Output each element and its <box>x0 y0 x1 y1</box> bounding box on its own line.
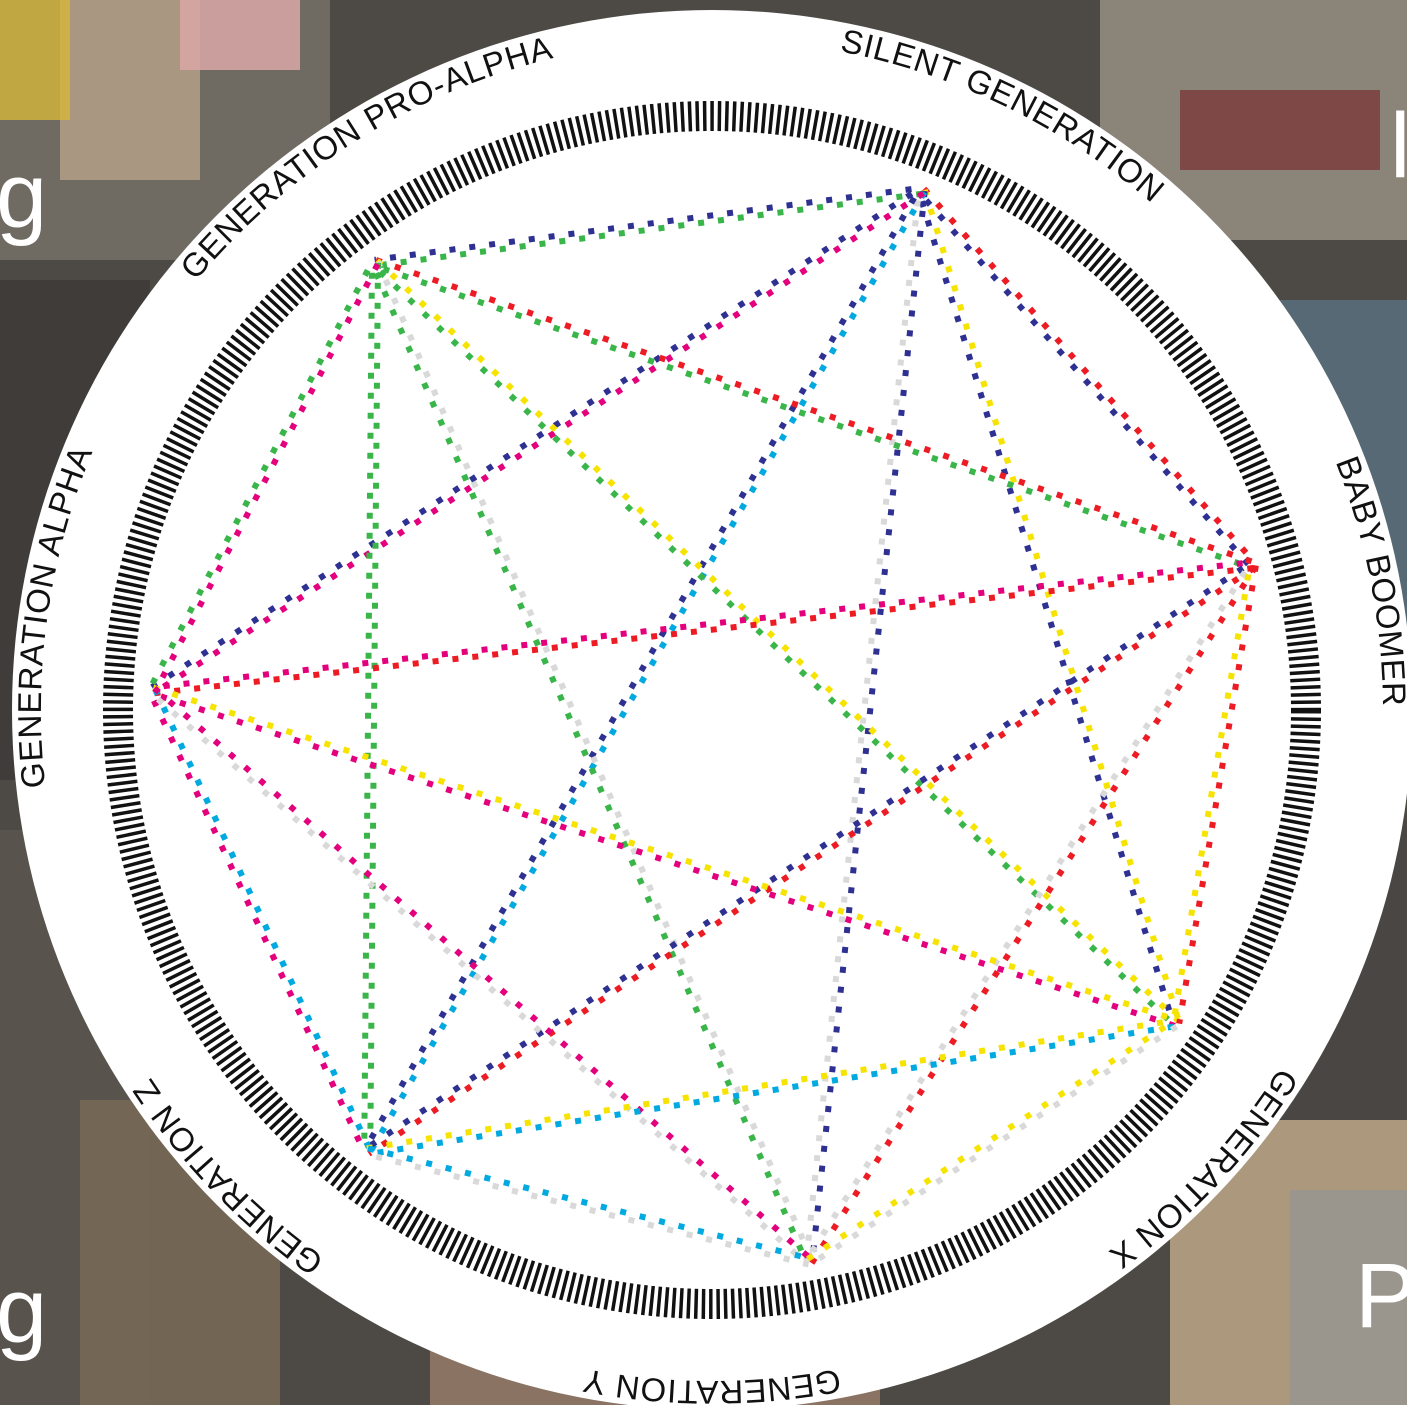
connection-boomer-alpha <box>151 559 1253 691</box>
connection-proalpha-genz <box>367 262 381 1152</box>
connection-boomer-genz <box>363 560 1253 1152</box>
connection-silent-proalpha <box>374 184 922 263</box>
connection-proalpha-geny <box>374 260 815 1262</box>
connection-genz-geny <box>365 1151 810 1268</box>
connection-silent-alpha <box>149 185 922 691</box>
connection-proalpha-genx <box>374 258 1181 1024</box>
connection-proalpha-boomer <box>373 262 1253 571</box>
connection-alpha-geny <box>152 685 814 1262</box>
connection-boomer-genx <box>1170 564 1253 1024</box>
connection-boomer-genz <box>367 565 1257 1157</box>
corner-text-bottom-left: g <box>0 1260 48 1362</box>
connection-geny-genx <box>805 1018 1177 1262</box>
connection-lines <box>146 184 1259 1268</box>
inner-circle <box>134 132 1290 1288</box>
connection-genz-genx <box>366 1017 1177 1152</box>
connection-proalpha-genx <box>370 262 1177 1028</box>
connection-alpha-geny <box>148 690 810 1267</box>
connection-boomer-geny <box>804 561 1253 1262</box>
corner-text-top-right: l <box>1390 95 1407 197</box>
connection-silent-boomer <box>921 186 1258 566</box>
connection-alpha-genz <box>152 687 373 1152</box>
connection-silent-alpha <box>152 190 926 696</box>
connection-proalpha-boomer <box>374 257 1255 566</box>
connection-silent-genx <box>921 189 1182 1024</box>
corner-text-top-left: g <box>0 145 48 247</box>
connection-silent-genx <box>916 190 1177 1025</box>
connection-silent-genz <box>367 190 927 1155</box>
connection-silent-genz <box>362 187 922 1152</box>
connection-proalpha-alpha <box>152 262 381 694</box>
connection-geny-genx <box>809 1023 1180 1267</box>
tick-ring <box>103 101 1321 1319</box>
corner-text-bottom-right: P <box>1355 1245 1407 1347</box>
connection-alpha-genz <box>146 690 368 1154</box>
connection-boomer-alpha <box>152 565 1254 697</box>
